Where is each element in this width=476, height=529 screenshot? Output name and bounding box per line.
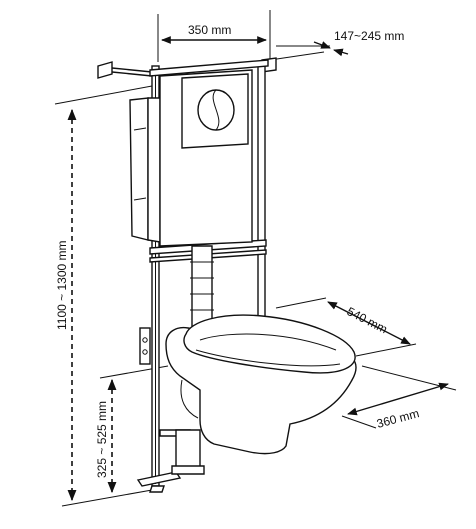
toilet-bowl bbox=[165, 314, 357, 455]
top-wall-brackets bbox=[97, 57, 277, 79]
bowl-length-label: 540 mm bbox=[345, 304, 390, 336]
wall-depth-dimension: 147~245 mm bbox=[269, 29, 404, 61]
support-frame bbox=[136, 59, 269, 493]
bowl-height-dimension: 325 ~ 525 mm bbox=[95, 365, 169, 494]
flush-pipe bbox=[171, 245, 214, 475]
cistern-tank bbox=[129, 69, 253, 247]
bowl-width-label: 360 mm bbox=[375, 406, 421, 431]
frame-width-dimension: 350 mm bbox=[157, 10, 271, 62]
bowl-width-dimension: 360 mm bbox=[341, 365, 457, 431]
frame-height-label: 1100 ~ 1300 mm bbox=[55, 240, 69, 330]
bowl-height-label: 325 ~ 525 mm bbox=[95, 401, 109, 478]
frame-width-label: 350 mm bbox=[188, 23, 231, 37]
frame-height-dimension: 1100 ~ 1300 mm bbox=[54, 85, 153, 507]
wall-depth-label: 147~245 mm bbox=[334, 29, 404, 43]
